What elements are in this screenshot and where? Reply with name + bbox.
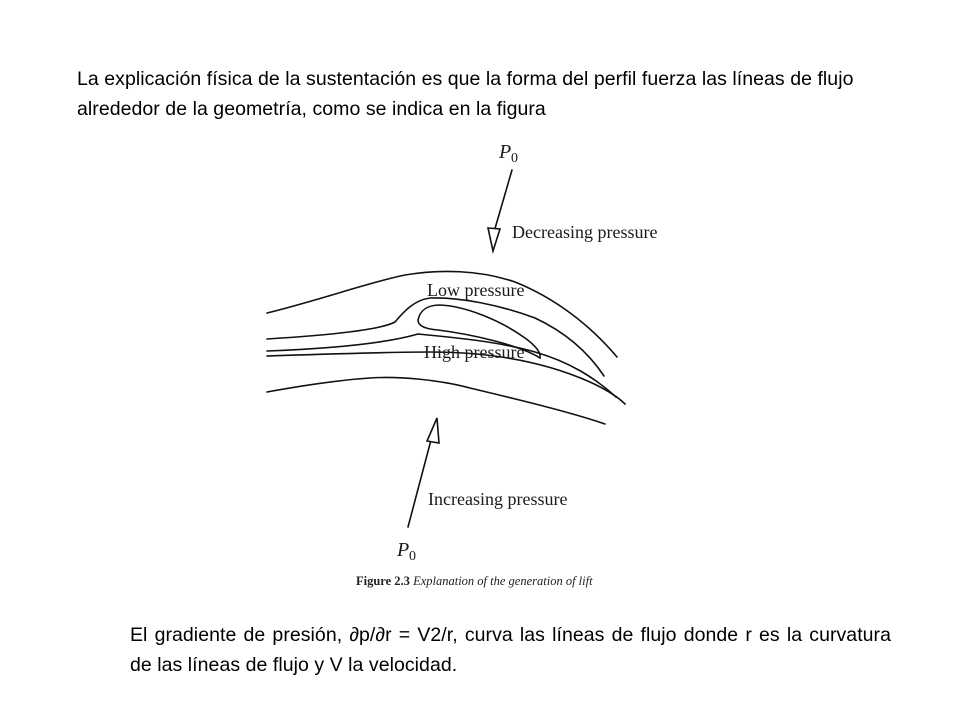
intro-paragraph: La explicación física de la sustentación… [77,68,854,120]
streamline-lower-mid [266,333,617,398]
bottom-arrow-head [425,417,440,444]
caption-text: Explanation of the generation of lift [413,574,593,588]
p0-bottom-letter: P [396,539,409,561]
streamline-lower [266,351,626,405]
top-arrow-shaft [493,169,513,233]
label-increasing-pressure: Increasing pressure [428,489,567,509]
label-high-pressure: High pressure [424,342,524,362]
outro-paragraph: El gradiente de presión, ∂p/∂r = V2/r, c… [130,624,891,676]
bottom-arrow-shaft [407,439,432,528]
label-decreasing-pressure: Decreasing pressure [512,222,657,242]
streamline-bottom [266,376,606,425]
airfoil-diagram: P 0 Decreasing pressure Low pressure Hig… [266,141,657,564]
p0-top-letter: P [498,141,511,163]
airfoil-shape [417,304,541,360]
label-low-pressure: Low pressure [427,280,524,300]
figure-caption: Figure 2.3 Explanation of the generation… [356,574,593,589]
p0-bottom-sub: 0 [409,549,416,564]
top-arrow-head [486,227,502,255]
streamline-upper-mid [266,297,605,377]
lift-figure: P 0 Decreasing pressure Low pressure Hig… [266,141,657,564]
streamline-top [266,270,618,358]
caption-number: Figure 2.3 [356,574,410,588]
p0-top-sub: 0 [511,151,518,166]
